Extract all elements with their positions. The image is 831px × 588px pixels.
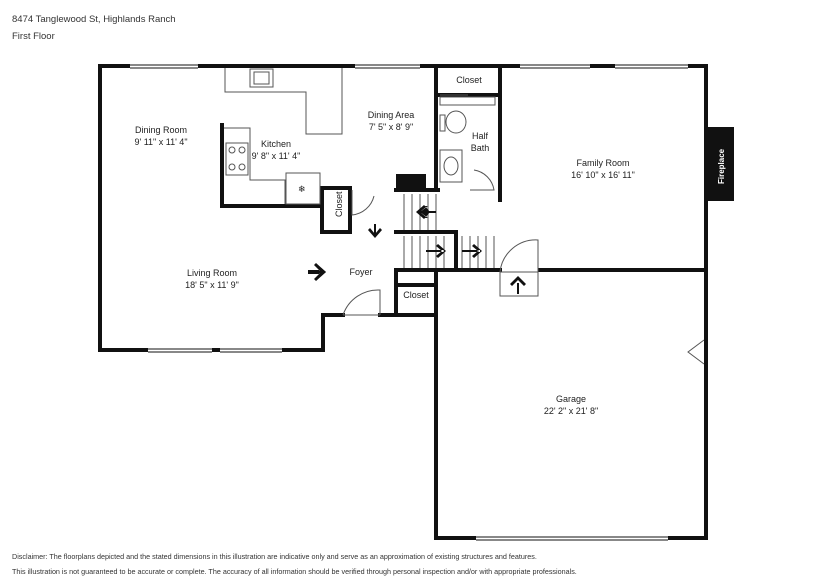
closet-top-label: Closet — [456, 75, 482, 85]
family-room-dims: 16' 10" x 16' 11" — [571, 170, 635, 180]
wall-block — [396, 174, 426, 190]
floor-label: First Floor — [12, 31, 55, 42]
half-bath-name-2: Bath — [471, 143, 490, 153]
arrow-icon — [426, 244, 446, 258]
dining-area-name: Dining Area — [368, 110, 415, 120]
disclaimer-line-2: This illustration is not guaranteed to b… — [12, 567, 577, 576]
kitchen-fixtures — [224, 68, 343, 205]
kitchen-dims: 9' 8" x 11' 4" — [252, 151, 301, 161]
arrow-icon — [308, 263, 326, 281]
arrow-icon — [416, 205, 436, 219]
arrow-icon — [462, 244, 482, 258]
bath-fixtures — [439, 96, 496, 183]
disclaimer-line-1: Disclaimer: The floorplans depicted and … — [12, 552, 537, 561]
closet-kitchen-label: Closet — [334, 191, 344, 217]
half-bath-name: Half — [472, 131, 489, 141]
family-room-name: Family Room — [576, 158, 629, 168]
arrow-icon — [368, 224, 382, 238]
dining-room-dims: 9' 11" x 11' 4" — [134, 137, 187, 147]
dining-area-dims: 7' 5" x 8' 9" — [369, 122, 413, 132]
windows — [130, 64, 688, 541]
living-room-name: Living Room — [187, 268, 237, 278]
doors — [342, 94, 705, 365]
garage-dims: 22' 2" x 21' 8" — [544, 406, 598, 416]
walls — [98, 64, 708, 540]
dining-room-name: Dining Room — [135, 125, 187, 135]
arrow-icon — [510, 276, 526, 294]
snowflake-icon: ❄ — [298, 184, 306, 194]
foyer-name: Foyer — [349, 267, 372, 277]
garage-name: Garage — [556, 394, 586, 404]
closet-foyer-label: Closet — [403, 290, 429, 300]
fireplace-label: Fireplace — [717, 148, 726, 184]
kitchen-name: Kitchen — [261, 139, 291, 149]
address-title: 8474 Tanglewood St, Highlands Ranch — [12, 14, 176, 25]
arrows — [308, 205, 526, 294]
living-room-dims: 18' 5" x 11' 9" — [185, 280, 239, 290]
fireplace — [708, 127, 734, 201]
